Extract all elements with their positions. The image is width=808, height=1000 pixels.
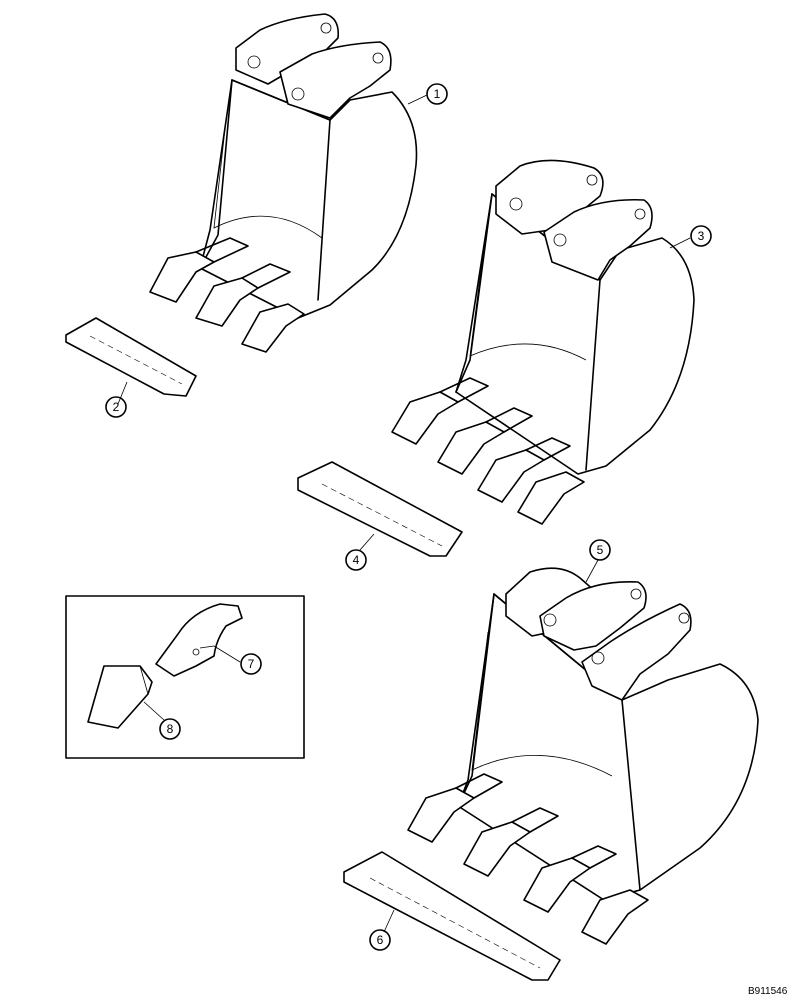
figure-id: B911546 <box>748 986 788 997</box>
leader-lines <box>117 94 691 933</box>
cutting-edge-6 <box>343 851 561 981</box>
bucket-medium <box>391 159 695 525</box>
callout-4: 4 <box>345 549 367 571</box>
callout-2-label: 2 <box>113 400 120 414</box>
callout-6: 6 <box>369 929 391 951</box>
callout-4-label: 4 <box>353 553 360 567</box>
callout-1-label: 1 <box>434 87 441 101</box>
bucket-1-teeth <box>149 237 305 353</box>
cutting-edge-4 <box>297 461 463 557</box>
callout-5: 5 <box>589 539 611 561</box>
bucket-5-teeth <box>407 773 649 945</box>
callout-6-label: 6 <box>377 933 384 947</box>
tooth-8 <box>87 665 153 729</box>
callout-8: 8 <box>159 718 181 740</box>
bucket-wide <box>407 567 759 945</box>
callout-8-label: 8 <box>167 722 174 736</box>
cutting-edge-2 <box>65 317 197 397</box>
callout-7: 7 <box>240 653 262 675</box>
callout-3: 3 <box>690 225 712 247</box>
bucket-narrow <box>149 13 418 353</box>
callout-1: 1 <box>426 83 448 105</box>
adapter-7 <box>155 603 243 677</box>
callout-5-label: 5 <box>597 543 604 557</box>
callout-2: 2 <box>105 396 127 418</box>
tooth-detail-inset <box>65 595 305 759</box>
callout-7-label: 7 <box>248 657 255 671</box>
bucket-3-teeth <box>391 377 585 525</box>
callout-3-label: 3 <box>698 229 705 243</box>
